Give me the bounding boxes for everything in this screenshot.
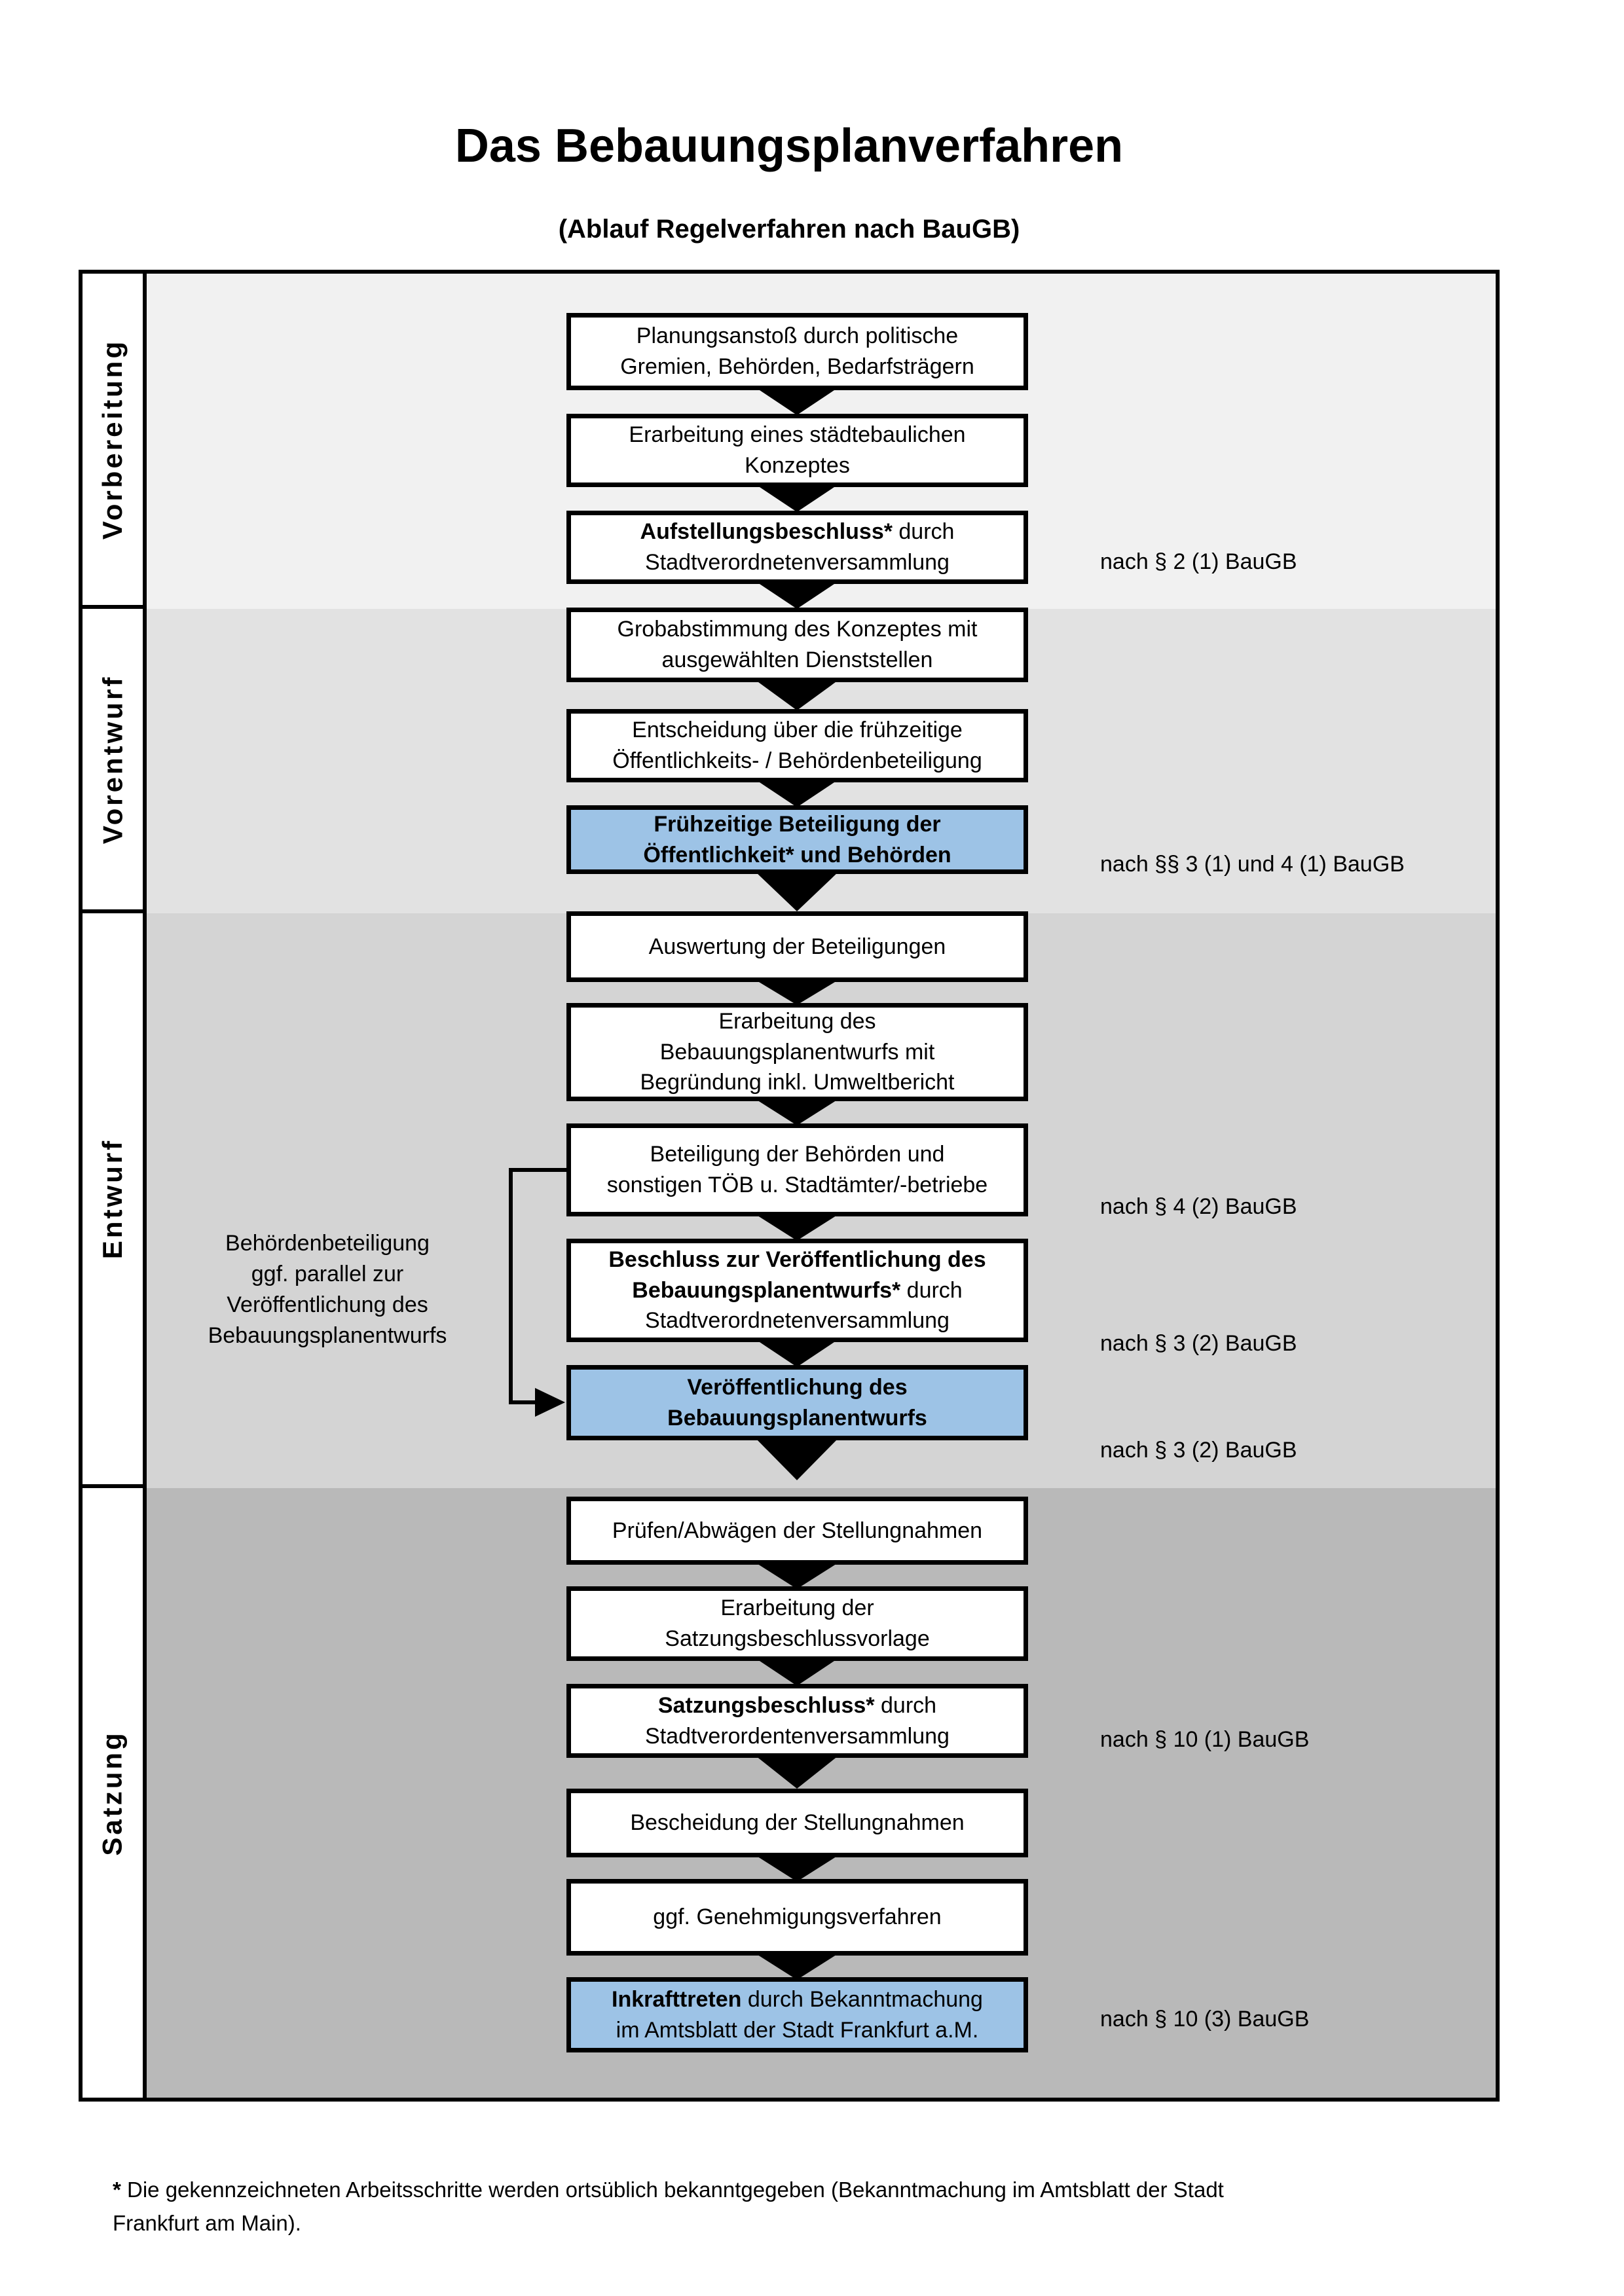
flow-arrow-down — [756, 1855, 838, 1882]
box-text: Erarbeitung der Satzungsbeschlussvorlage — [665, 1595, 930, 1651]
flow-arrow-down — [756, 980, 838, 1005]
box-text-bold: Inkrafttreten — [612, 1986, 742, 2012]
flow-arrow-down — [756, 1099, 838, 1125]
box-text-bold: Frühzeitige Beteiligung der Öffentlichke… — [643, 811, 951, 867]
box-text: Erarbeitung des Bebauungsplanentwurfs mi… — [640, 1008, 955, 1095]
phase-cell-entwurf: Entwurf — [83, 913, 143, 1488]
page-subtitle: (Ablauf Regelverfahren nach BauGB) — [558, 215, 1020, 244]
box-text: durch Stadtverordnetenversammlung — [645, 1277, 963, 1334]
legal-ref-inkrafttreten: nach § 10 (3) BauGB — [1100, 2007, 1310, 2032]
legal-ref-fruehzeitige-beteiligung: nach §§ 3 (1) und 4 (1) BauGB — [1100, 852, 1405, 877]
flow-box-satzungsbeschluss: Satzungsbeschluss* durch Stadtverordente… — [566, 1684, 1028, 1758]
connector-vertical-line — [509, 1168, 513, 1404]
box-text: Prüfen/Abwägen der Stellungnahmen — [612, 1518, 983, 1543]
flow-box-entscheidung-beteiligung: Entscheidung über die frühzeitige Öffent… — [566, 709, 1028, 782]
phase-sidebar: Vorbereitung Vorentwurf Entwurf Satzung — [83, 274, 147, 2098]
box-text: durch Stadtverordnetenversammlung — [645, 519, 955, 575]
parallel-note: Behördenbeteiligung ggf. parallel zur Ve… — [208, 1231, 447, 1348]
box-text: ggf. Genehmigungsverfahren — [653, 1904, 942, 1930]
flow-box-grobabstimmung: Grobabstimmung des Konzeptes mit ausgewä… — [566, 608, 1028, 682]
box-text-bold: Aufstellungsbeschluss* — [640, 519, 893, 545]
connector-stub-top — [509, 1168, 566, 1172]
box-text: durch Stadtverordentenversammlung — [645, 1692, 950, 1749]
flow-arrow-down — [756, 780, 838, 807]
box-text: Bescheidung der Stellungnahmen — [630, 1810, 965, 1836]
phase-cell-vorentwurf: Vorentwurf — [83, 609, 143, 913]
box-text-bold: Veröffentlichung des Bebauungsplanentwur… — [667, 1374, 927, 1430]
flow-arrow-down — [756, 1214, 838, 1241]
connector-stub-bottom — [509, 1400, 538, 1404]
flow-box-auswertung: Auswertung der Beteiligungen — [566, 911, 1028, 982]
page-title: Das Bebauungsplanverfahren — [454, 120, 1124, 172]
flow-box-fruehzeitige-beteiligung: Frühzeitige Beteiligung der Öffentlichke… — [566, 805, 1028, 874]
flow-box-beschluss-veroeffentlichung: Beschluss zur Veröffentlichung des Bebau… — [566, 1239, 1028, 1342]
flow-arrow-down — [756, 581, 838, 609]
footnote-text: Die gekennzeichneten Arbeitsschritte wer… — [113, 2178, 1224, 2236]
box-text: Beteiligung der Behörden und sonstigen T… — [606, 1142, 988, 1197]
flow-box-inkrafttreten: Inkrafttreten durch Bekanntmachung im Am… — [566, 1977, 1028, 2052]
box-text: Planungsanstoß durch politische Gremien,… — [620, 323, 974, 379]
flow-box-satzungsvorlage: Erarbeitung der Satzungsbeschlussvorlage — [566, 1586, 1028, 1661]
flowchart-frame: Vorbereitung Vorentwurf Entwurf Satzung … — [79, 270, 1500, 2102]
phase-cell-satzung: Satzung — [83, 1488, 143, 2098]
box-text: durch Bekanntmachung im Amtsblatt der St… — [616, 1986, 983, 2043]
flow-arrow-down — [756, 1438, 838, 1480]
box-text-bold: Beschluss zur Veröffentlichung des Bebau… — [608, 1247, 986, 1303]
box-text: Erarbeitung eines städtebaulichen Konzep… — [629, 422, 966, 478]
flow-arrow-down — [756, 484, 838, 512]
legal-ref-satzungsbeschluss: nach § 10 (1) BauGB — [1100, 1727, 1310, 1752]
phase-cell-vorbereitung: Vorbereitung — [83, 274, 143, 609]
flow-box-bescheidung: Bescheidung der Stellungnahmen — [566, 1789, 1028, 1857]
flow-arrow-down — [756, 1339, 838, 1367]
footnote: * Die gekennzeichneten Arbeitsschritte w… — [113, 2140, 1527, 2240]
flow-box-pruefen-abwaegen: Prüfen/Abwägen der Stellungnahmen — [566, 1497, 1028, 1565]
footnote-marker: * — [113, 2178, 121, 2202]
flow-arrow-down — [756, 1756, 838, 1789]
flow-arrow-down — [756, 1658, 838, 1686]
flow-box-konzept: Erarbeitung eines städtebaulichen Konzep… — [566, 414, 1028, 487]
flow-box-behoerdenbeteiligung: Beteiligung der Behörden und sonstigen T… — [566, 1123, 1028, 1216]
flow-arrow-down — [756, 872, 838, 911]
phase-label-vorentwurf: Vorentwurf — [97, 674, 128, 844]
flow-arrow-down — [756, 388, 838, 415]
flow-arrow-down — [756, 1563, 838, 1589]
flow-box-genehmigungsverfahren: ggf. Genehmigungsverfahren — [566, 1879, 1028, 1956]
phase-label-entwurf: Entwurf — [97, 1138, 128, 1260]
flow-arrow-down — [756, 680, 838, 710]
flow-box-veroeffentlichung: Veröffentlichung des Bebauungsplanentwur… — [566, 1365, 1028, 1440]
phase-label-vorbereitung: Vorbereitung — [97, 338, 128, 540]
box-text: Grobabstimmung des Konzeptes mit ausgewä… — [617, 617, 978, 672]
flow-arrow-down — [756, 1954, 838, 1980]
phase-label-satzung: Satzung — [97, 1730, 128, 1856]
box-text-bold: Satzungsbeschluss* — [657, 1692, 875, 1718]
flow-box-erarbeitung-entwurf: Erarbeitung des Bebauungsplanentwurfs mi… — [566, 1003, 1028, 1101]
legal-ref-beschluss: nach § 3 (2) BauGB — [1100, 1331, 1297, 1356]
box-text: Auswertung der Beteiligungen — [648, 934, 946, 959]
flow-box-aufstellungsbeschluss: Aufstellungsbeschluss* durch Stadtverord… — [566, 511, 1028, 584]
flow-box-planungsanstoss: Planungsanstoß durch politische Gremien,… — [566, 313, 1028, 390]
legal-ref-aufstellungsbeschluss: nach § 2 (1) BauGB — [1100, 549, 1297, 574]
legal-ref-veroeffentlichung: nach § 3 (2) BauGB — [1100, 1438, 1297, 1463]
box-text: Entscheidung über die frühzeitige Öffent… — [612, 718, 982, 773]
connector-arrowhead-right-icon — [535, 1388, 565, 1417]
legal-ref-behoerdenbeteiligung: nach § 4 (2) BauGB — [1100, 1194, 1297, 1219]
